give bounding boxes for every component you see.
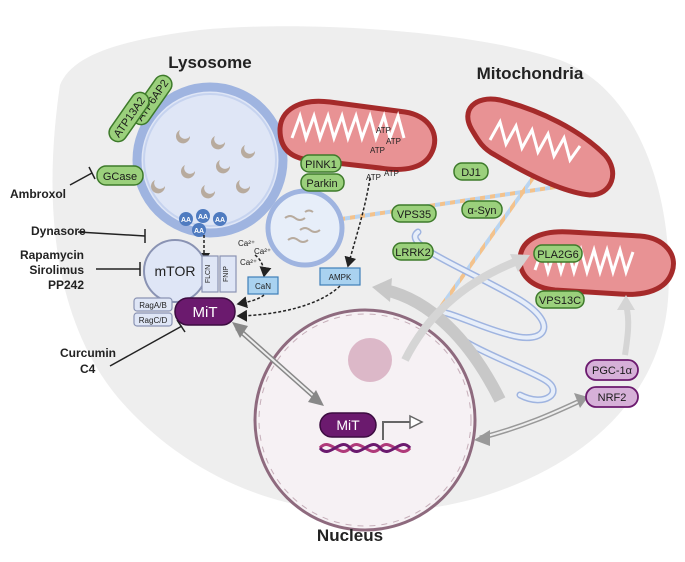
svg-text:NRF2: NRF2 — [598, 392, 627, 404]
transport-line-1 — [334, 181, 583, 222]
nuclear-pores — [258, 313, 472, 527]
svg-text:RagA/B: RagA/B — [139, 301, 167, 310]
mitochondrion-2 — [465, 96, 616, 198]
gray-arrow-pgc-mito — [622, 304, 632, 356]
atp-label: ATP — [376, 126, 391, 135]
protein-gcase: GCase — [96, 165, 144, 186]
atp-label: ATP — [370, 146, 385, 155]
aa-circle — [192, 223, 206, 237]
dashed-arrow-ca-can — [254, 254, 272, 278]
svg-text:FLCN: FLCN — [205, 265, 212, 283]
protein-pink1: PINK1 — [300, 154, 342, 173]
aa-label: AA — [198, 214, 208, 221]
atp-label: ATP — [386, 137, 401, 146]
transcription-arrowhead — [409, 414, 424, 430]
protein-lrrk2: LRRK2 — [392, 242, 434, 261]
pgc1a-pill: PGC-1α — [585, 359, 639, 381]
svg-text:VPS13C: VPS13C — [539, 295, 581, 307]
drug-dynasore: Dynasore — [31, 224, 86, 238]
gray-arrowhead — [510, 254, 530, 272]
transcription-arrow — [382, 421, 412, 440]
calcium-label: Ca²⁺ — [240, 258, 257, 267]
svg-text:FNIP: FNIP — [223, 266, 230, 282]
calcium-label: Ca²⁺ — [238, 239, 255, 248]
svg-text:AMPK: AMPK — [329, 273, 352, 282]
svg-text:MiT: MiT — [336, 417, 360, 433]
amino-acid-group: AA AA AA AA — [179, 209, 227, 237]
fnip-box: FNIP — [219, 255, 237, 293]
lysosome — [132, 82, 288, 238]
svg-text:PGC-1α: PGC-1α — [592, 365, 633, 377]
nucleus-title: Nucleus — [317, 526, 383, 545]
svg-text:DJ1: DJ1 — [461, 167, 481, 179]
mitochondrion-1 — [277, 98, 438, 172]
arrowhead — [574, 393, 588, 408]
arrowhead — [308, 390, 324, 406]
gray-arrowhead — [617, 295, 635, 310]
drug-rapamycin: Rapamycin — [20, 248, 84, 262]
protein-vps13c: VPS13C — [535, 290, 585, 309]
svg-text:LRRK2: LRRK2 — [395, 247, 430, 259]
raga-b-box: RagA/B — [133, 297, 173, 312]
lysosome-cargo — [151, 130, 256, 199]
aa-circle — [213, 212, 227, 226]
svg-text:VPS35: VPS35 — [397, 209, 431, 221]
aa-label: AA — [194, 228, 204, 235]
arrowhead — [474, 430, 490, 446]
nrf2-pill: NRF2 — [585, 386, 639, 408]
double-arrow-mit-nucleus-inner — [236, 327, 319, 401]
mitochondria-title: Mitochondria — [477, 64, 584, 83]
mitochondrion-3 — [517, 229, 676, 297]
protein-dj1: DJ1 — [453, 162, 489, 181]
lysosome-title: Lysosome — [168, 53, 251, 72]
drug-sirolimus: Sirolimus — [29, 263, 84, 277]
mit-nucleus: MiT — [319, 412, 377, 438]
drug-pp242: PP242 — [48, 278, 84, 292]
atp-label: ATP — [384, 169, 399, 178]
aa-circle — [196, 209, 210, 223]
drug-ambroxol: Ambroxol — [10, 187, 66, 201]
svg-text:RagC/D: RagC/D — [139, 316, 168, 325]
svg-text:Parkin: Parkin — [306, 178, 337, 190]
nucleolus — [348, 338, 392, 382]
aa-label: AA — [215, 217, 225, 224]
drug-curcumin: Curcumin — [60, 346, 116, 360]
gray-arrow-to-mito — [401, 258, 517, 362]
aa-circle — [179, 212, 193, 226]
mtor-label: mTOR — [155, 263, 196, 279]
can-box: CaN — [247, 276, 279, 295]
svg-text:PINK1: PINK1 — [305, 159, 337, 171]
gray-arrow-to-ampk — [383, 284, 506, 403]
svg-text:CaN: CaN — [255, 282, 271, 291]
ampk-box: AMPK — [319, 267, 361, 286]
gray-arrowhead — [372, 278, 392, 302]
inhibition-lines — [69, 166, 186, 367]
lysosome-inner-membrane — [143, 93, 277, 227]
atp-label: ATP — [366, 173, 381, 182]
calcium-label: Ca²⁺ — [254, 247, 271, 256]
dashed-arrow-atp-ampk — [344, 177, 371, 268]
arrowhead — [232, 322, 248, 338]
dashed-arrow-ampk-mit — [236, 285, 341, 322]
vesicle-cargo — [284, 209, 321, 243]
svg-text:MiT: MiT — [193, 304, 218, 321]
protein-alpha-syn: α-Syn — [461, 200, 503, 219]
dashed-arrow-can-mit — [236, 294, 265, 309]
drug-c4: C4 — [80, 362, 96, 376]
flcn-box: FLCN — [201, 255, 219, 293]
dna-helix — [318, 443, 412, 453]
aa-label: AA — [181, 217, 191, 224]
mit-lysosome: MiT — [174, 297, 236, 326]
rag-c-d-box: RagC/D — [133, 312, 173, 327]
svg-text:α-Syn: α-Syn — [468, 205, 497, 217]
protein-vps35: VPS35 — [391, 204, 437, 223]
protein-parkin: Parkin — [300, 173, 345, 192]
svg-text:GCase: GCase — [103, 171, 137, 183]
protein-pla2g6: PLA2G6 — [533, 244, 583, 263]
double-arrow-nucleus-pgc-inner — [479, 399, 583, 439]
svg-text:PLA2G6: PLA2G6 — [537, 249, 579, 261]
